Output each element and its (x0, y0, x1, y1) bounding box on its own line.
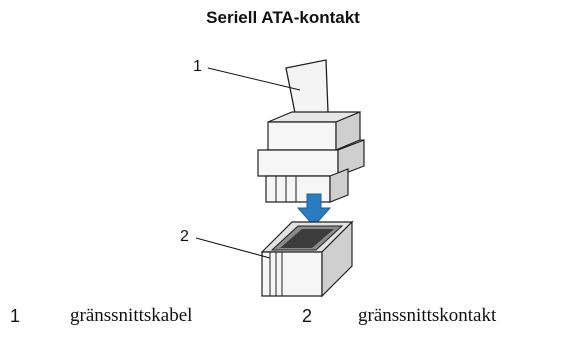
legend-label-1: gränssnittskabel (70, 305, 193, 326)
cable-plug-front (267, 121, 337, 151)
legend-number-1: 1 (10, 306, 21, 326)
sata-connector-illustration (195, 59, 365, 298)
legend-number-2: 2 (302, 306, 313, 326)
cable-plug-mid-front (257, 149, 339, 177)
legend-label-2: gränssnittskontakt (358, 305, 497, 326)
cable-plug-lower-side (329, 168, 349, 203)
figure-title: Seriell ATA-kontakt (206, 8, 360, 27)
callout-1-number: 1 (193, 58, 202, 75)
ribbon-cable (285, 59, 329, 119)
legend: 1 gränssnittskabel 2 gränssnittskontakt (0, 305, 566, 336)
callout-2-number: 2 (180, 228, 189, 245)
callout-1-leader (207, 67, 301, 91)
callout-2-leader (195, 237, 271, 259)
insertion-arrow (296, 193, 332, 227)
receptacle-side (321, 220, 353, 298)
cable-plug-mid-top (335, 139, 365, 151)
receptacle-front (261, 251, 323, 297)
receptacle-slot-inner (280, 229, 334, 248)
